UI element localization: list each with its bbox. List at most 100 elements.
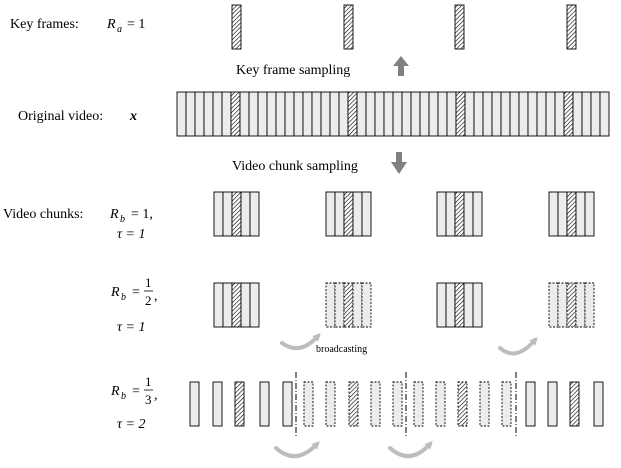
frame: [356, 91, 367, 137]
frame: [248, 91, 259, 137]
row1-param: R b = 1, τ = 1: [109, 207, 153, 242]
frame: [509, 91, 520, 137]
frame: [557, 282, 568, 328]
svg-text:R: R: [106, 17, 116, 32]
frame: [176, 91, 187, 137]
frame: [240, 282, 251, 328]
svg-text:1: 1: [145, 374, 152, 389]
frame: [392, 381, 403, 427]
frame: [557, 191, 568, 237]
frame: [545, 91, 556, 137]
key-frame: [343, 282, 354, 328]
svg-text:τ = 1: τ = 1: [117, 227, 145, 242]
frame: [419, 91, 430, 137]
frame: [472, 191, 483, 237]
frame: [547, 381, 558, 427]
frames-layer: [176, 4, 610, 427]
frame: [575, 282, 586, 328]
frame: [575, 191, 586, 237]
frame: [189, 381, 200, 427]
frame: [584, 191, 595, 237]
frame: [501, 381, 512, 427]
frame: [599, 91, 610, 137]
svg-text:a: a: [117, 24, 122, 35]
frame: [338, 91, 349, 137]
frame: [303, 381, 314, 427]
frame: [536, 91, 547, 137]
frame: [203, 91, 214, 137]
video-chunk-sampling-label: Video chunk sampling: [232, 159, 358, 174]
svg-text:τ = 2: τ = 2: [117, 417, 145, 432]
frame: [473, 91, 484, 137]
svg-text:3: 3: [145, 392, 152, 407]
frame: [249, 191, 260, 237]
row2-param: R b = 1 2 , τ = 1: [110, 275, 158, 335]
svg-text:R: R: [110, 285, 120, 300]
frame: [383, 91, 394, 137]
frame: [463, 282, 474, 328]
frame: [334, 191, 345, 237]
frame: [194, 91, 205, 137]
frame: [593, 381, 604, 427]
key-frame: [343, 191, 354, 237]
broadcasting-label: broadcasting: [316, 344, 367, 355]
broadcast-arrow-icon: [498, 336, 538, 356]
dividers-layer: [295, 372, 517, 438]
frame: [445, 191, 456, 237]
svg-text:τ = 1: τ = 1: [117, 320, 145, 335]
key-frame: [457, 381, 468, 427]
frame: [293, 91, 304, 137]
svg-text:1: 1: [145, 275, 152, 290]
down-arrow-icon: [391, 152, 407, 174]
key-frame: [569, 381, 580, 427]
frame: [365, 91, 376, 137]
key-frame: [454, 282, 465, 328]
frame: [436, 191, 447, 237]
frame: [500, 91, 511, 137]
row3-param: R b = 1 3 , τ = 2: [110, 374, 158, 432]
svg-text:2: 2: [145, 293, 152, 308]
svg-text:b: b: [120, 214, 125, 225]
frame: [370, 381, 381, 427]
frame: [284, 91, 295, 137]
key-frame-sampling-label: Key frame sampling: [236, 63, 350, 78]
frame: [446, 91, 457, 137]
key-frame: [231, 191, 242, 237]
frame: [590, 91, 601, 137]
frame: [325, 282, 336, 328]
frame: [282, 381, 293, 427]
key-frame: [455, 91, 466, 137]
key-frame: [230, 91, 241, 137]
svg-text:R: R: [109, 207, 119, 222]
frame: [240, 191, 251, 237]
broadcast-arrow-icon: [388, 441, 433, 458]
broadcast-arrow-icon: [280, 333, 321, 351]
frame: [479, 381, 490, 427]
key-frame: [231, 4, 242, 50]
svg-text:R: R: [110, 384, 120, 399]
frame: [436, 282, 447, 328]
key-frame: [454, 4, 465, 50]
key-frame: [566, 4, 577, 50]
ra-param: R a = 1: [106, 17, 145, 35]
frame: [266, 91, 277, 137]
frame: [185, 91, 196, 137]
frame: [213, 191, 224, 237]
svg-text:b: b: [121, 391, 126, 402]
frame: [401, 91, 412, 137]
frame: [302, 91, 313, 137]
frame: [437, 91, 448, 137]
svg-text:=: =: [132, 384, 140, 399]
frame: [239, 91, 250, 137]
frame: [374, 91, 385, 137]
frame: [212, 381, 223, 427]
frame: [518, 91, 529, 137]
frame: [428, 91, 439, 137]
svg-text:= 1: = 1: [127, 17, 145, 32]
frame: [410, 91, 421, 137]
frame: [212, 91, 223, 137]
frame: [548, 282, 559, 328]
original-video-label: Original video:: [18, 109, 103, 124]
broadcast-arrow-icon: [274, 441, 320, 458]
